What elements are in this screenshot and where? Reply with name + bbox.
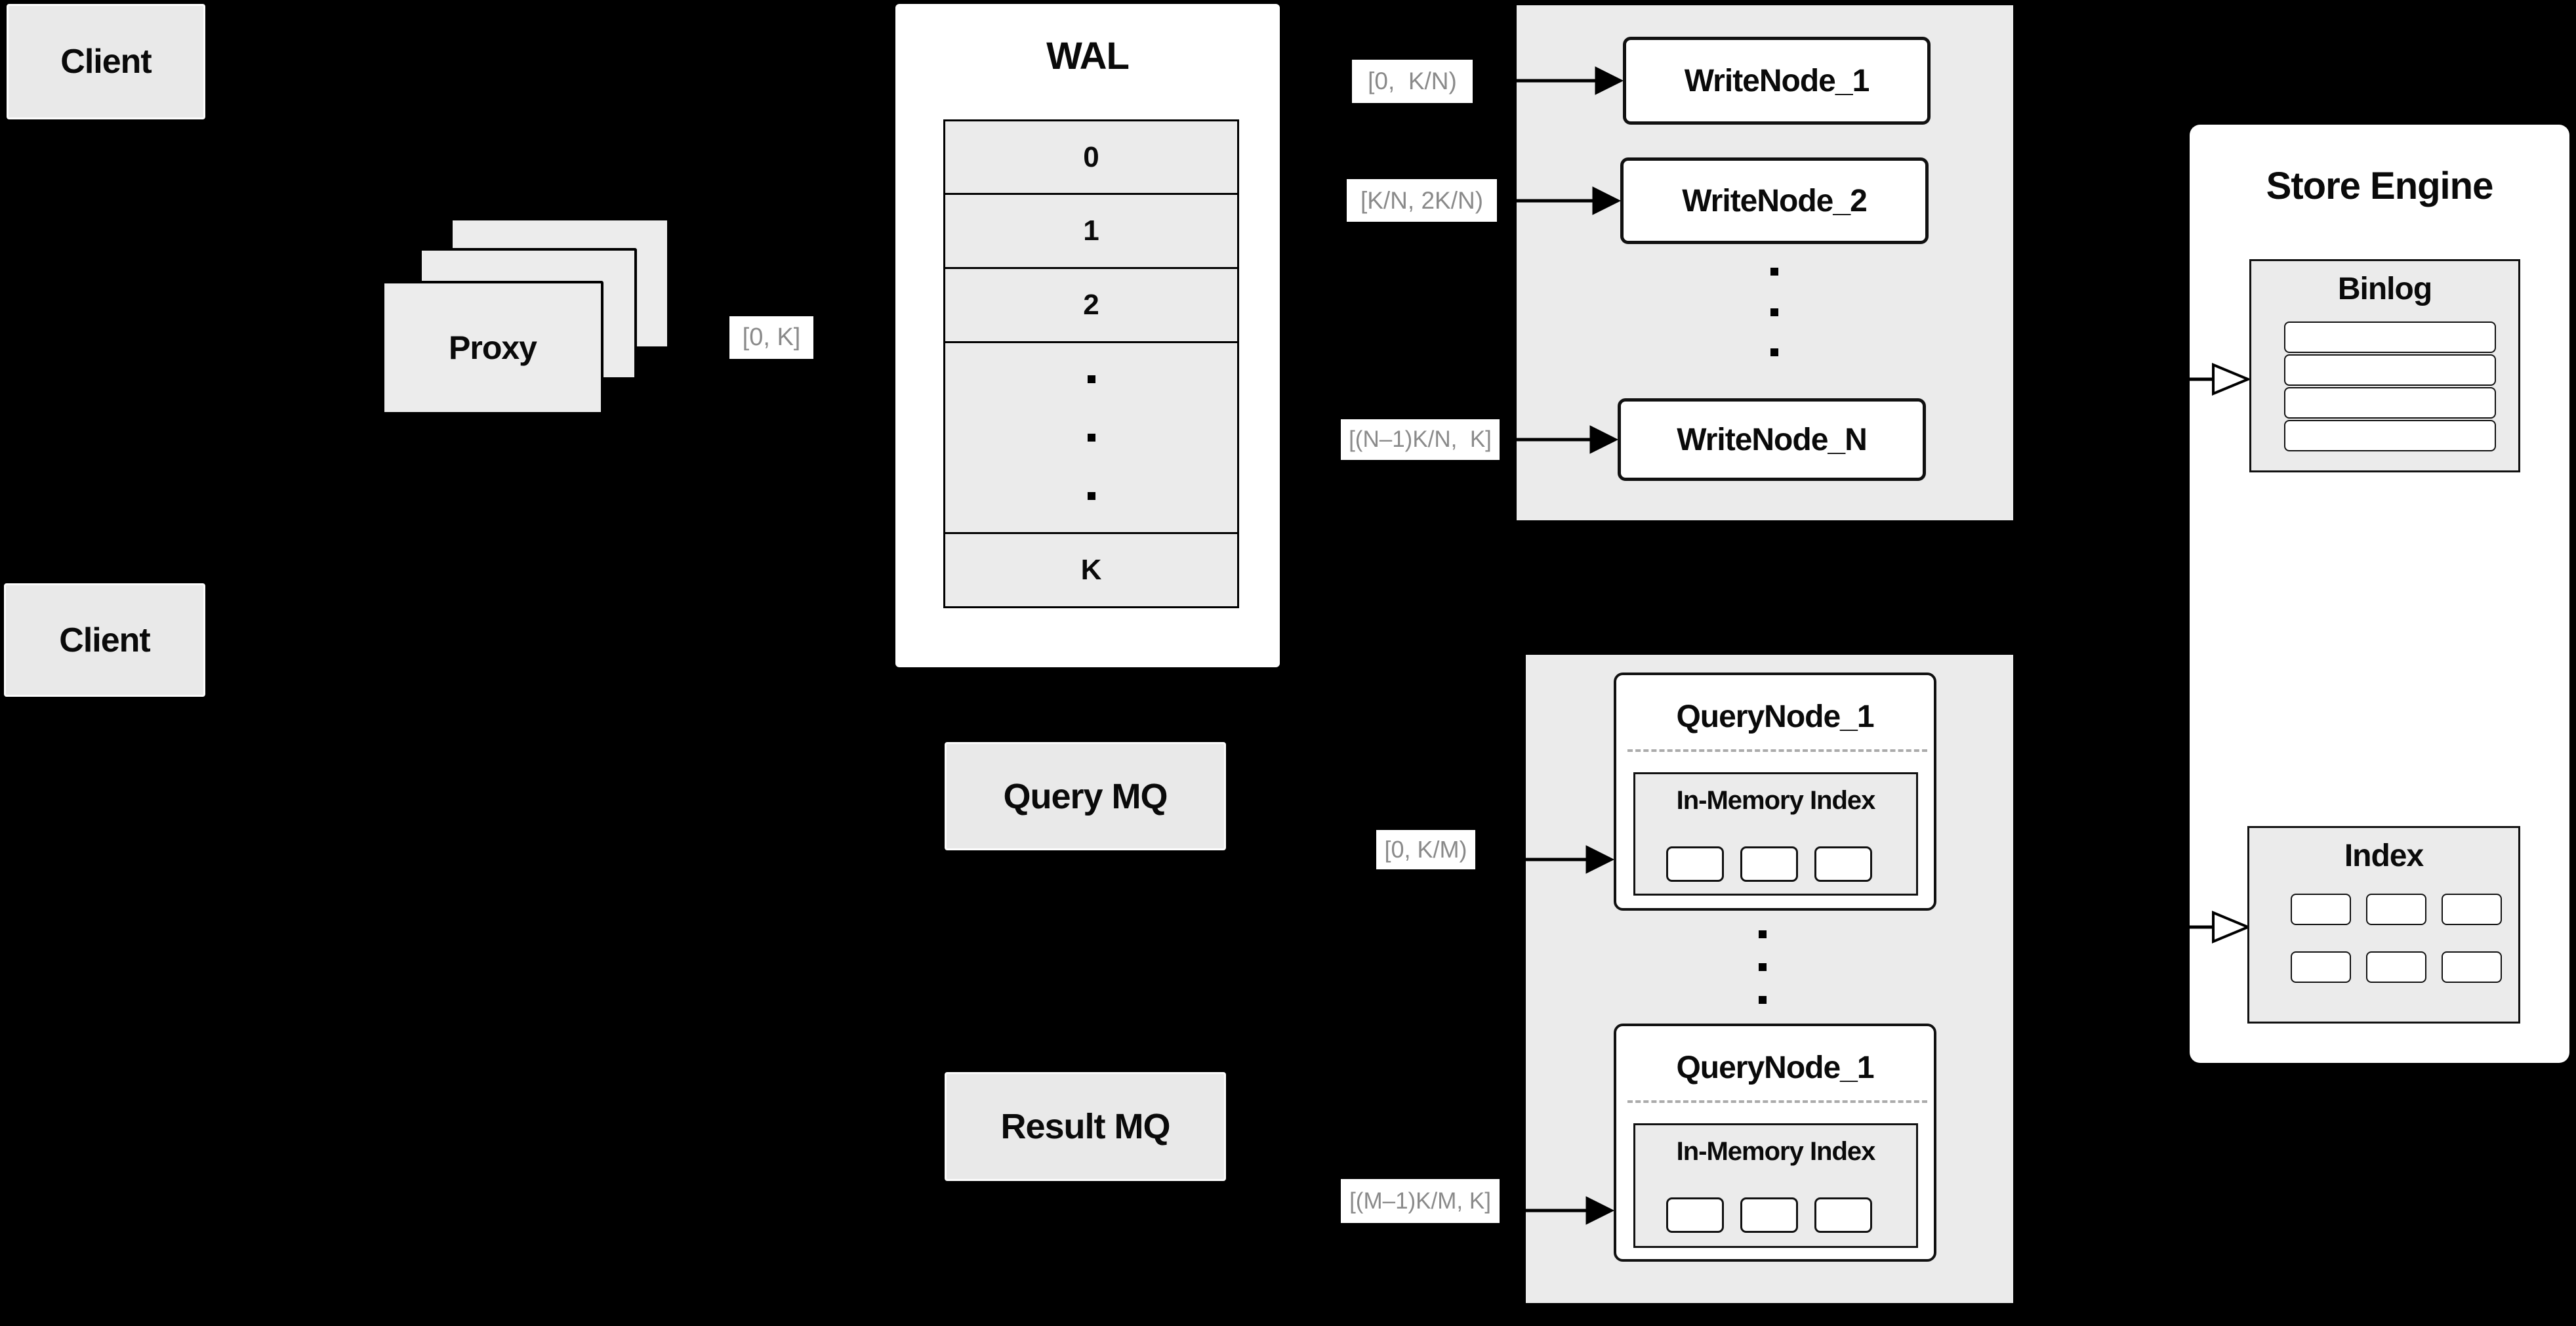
query-node-1: QueryNode_1 In-Memory Index	[1614, 673, 1936, 911]
wal-segment-row: 2	[945, 267, 1237, 341]
proxy-card-front: Proxy	[382, 281, 603, 415]
dashed-divider	[1627, 1100, 1927, 1103]
result-mq-box: Result MQ	[945, 1072, 1226, 1181]
proxy-label: Proxy	[449, 329, 537, 366]
edge-label-query: [0, K/M)	[1376, 830, 1475, 869]
wal-segment-k: K	[1080, 554, 1102, 586]
index-title: Index	[2249, 835, 2518, 877]
store-engine-title-text: Store Engine	[2266, 164, 2494, 207]
write-node-n: WriteNode_N	[1618, 398, 1926, 481]
write-node-2: WriteNode_2	[1620, 157, 1929, 244]
wal-segment-ellipsis-row	[945, 341, 1237, 532]
query-node-m-title-text: QueryNode_1	[1676, 1050, 1874, 1085]
edge-label-proxy-wal-text: [0, K]	[742, 323, 801, 351]
wal-title: WAL	[895, 30, 1280, 82]
client-top-box: Client	[7, 4, 205, 119]
wal-segment-row: K	[945, 532, 1237, 606]
edge-label-result: [(M–1)K/M, K]	[1341, 1179, 1500, 1223]
binlog-row	[2284, 420, 2496, 451]
write-node-1: WriteNode_1	[1623, 37, 1931, 125]
edge-label-write-2: [K/N, 2K/N)	[1347, 179, 1497, 222]
in-memory-index-2: In-Memory Index	[1633, 1123, 1918, 1248]
index-title-text: Index	[2344, 838, 2424, 873]
index-cell	[2366, 951, 2426, 983]
index-segment-box	[1740, 846, 1798, 882]
in-memory-index-2-text: In-Memory Index	[1676, 1136, 1876, 1166]
vertical-ellipsis-icon	[1770, 268, 1778, 356]
wal-title-text: WAL	[1046, 34, 1130, 77]
index-segment-box	[1814, 846, 1872, 882]
index-box: Index	[2247, 826, 2520, 1024]
wal-segment-table: 0 1 2 K	[943, 119, 1239, 608]
query-node-m-title: QueryNode_1	[1616, 1045, 1934, 1090]
index-cell	[2291, 894, 2351, 925]
wal-segment-row: 1	[945, 193, 1237, 267]
edge-label-write-1: [0, K/N)	[1352, 60, 1473, 103]
wal-segment-row: 0	[945, 121, 1237, 193]
vertical-ellipsis-icon	[1759, 930, 1767, 1004]
query-mq-box: Query MQ	[945, 742, 1226, 850]
index-segment-box	[1666, 846, 1724, 882]
in-memory-index-1-title: In-Memory Index	[1635, 782, 1916, 819]
edge-label-result-text: [(M–1)K/M, K]	[1349, 1188, 1491, 1214]
index-cell	[2442, 951, 2502, 983]
write-node-1-label: WriteNode_1	[1684, 63, 1870, 98]
write-node-n-label: WriteNode_N	[1677, 422, 1867, 457]
query-node-m: QueryNode_1 In-Memory Index	[1614, 1024, 1936, 1262]
vertical-ellipsis-icon	[1087, 375, 1095, 500]
binlog-row	[2284, 387, 2496, 419]
in-memory-index-1-text: In-Memory Index	[1676, 785, 1876, 815]
store-engine-title: Store Engine	[2190, 157, 2569, 214]
index-cell	[2366, 894, 2426, 925]
index-segment-box	[1740, 1197, 1798, 1233]
wal-segment-0: 0	[1083, 140, 1099, 173]
query-mq-label: Query MQ	[1003, 776, 1168, 816]
index-segment-box	[1814, 1197, 1872, 1233]
client-bottom-box: Client	[4, 583, 205, 697]
edge-label-write-n-text: [(N–1)K/N, K]	[1349, 426, 1492, 452]
binlog-title: Binlog	[2251, 268, 2518, 310]
write-node-2-label: WriteNode_2	[1682, 183, 1868, 218]
query-node-1-title-text: QueryNode_1	[1676, 699, 1874, 734]
index-cell	[2291, 951, 2351, 983]
edge-label-query-text: [0, K/M)	[1384, 836, 1467, 863]
in-memory-index-1: In-Memory Index	[1633, 772, 1918, 896]
result-mq-label: Result MQ	[1000, 1107, 1170, 1146]
index-segment-box	[1666, 1197, 1724, 1233]
edge-label-proxy-wal: [0, K]	[729, 316, 813, 359]
binlog-title-text: Binlog	[2337, 271, 2432, 306]
edge-label-write-1-text: [0, K/N)	[1368, 68, 1457, 94]
binlog-row	[2284, 321, 2496, 353]
wal-segment-1: 1	[1083, 215, 1099, 247]
edge-label-write-n: [(N–1)K/N, K]	[1341, 419, 1500, 460]
edge-label-write-2-text: [K/N, 2K/N)	[1360, 186, 1484, 214]
binlog-row	[2284, 354, 2496, 386]
in-memory-index-2-title: In-Memory Index	[1635, 1133, 1916, 1170]
binlog-box: Binlog	[2249, 259, 2520, 472]
client-bottom-label: Client	[59, 621, 150, 659]
client-top-label: Client	[60, 43, 152, 81]
query-node-1-title: QueryNode_1	[1616, 694, 1934, 739]
wal-segment-2: 2	[1083, 289, 1099, 321]
index-cell	[2442, 894, 2502, 925]
dashed-divider	[1627, 749, 1927, 752]
